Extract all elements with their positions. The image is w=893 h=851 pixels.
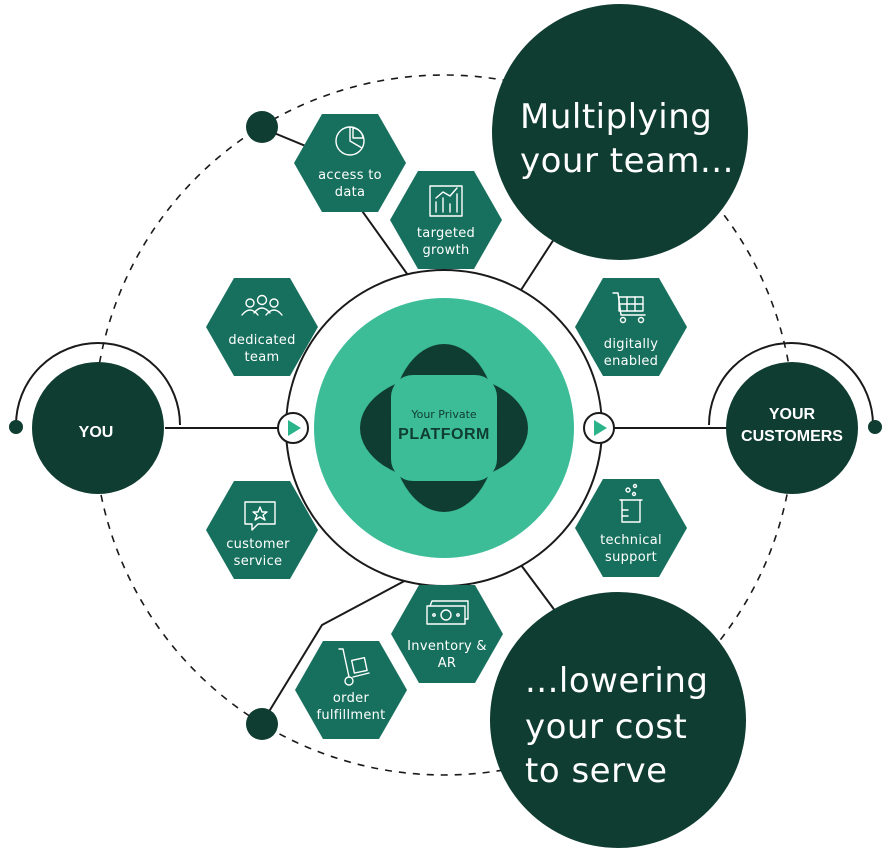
hex-growth-label-line2: growth	[422, 243, 469, 258]
platform-label-line2: PLATFORM	[398, 426, 490, 443]
hex-access-label-line1: access to	[318, 168, 382, 183]
customers-label-line2: CUSTOMERS	[741, 428, 843, 445]
hex-digital-label-line2: enabled	[604, 354, 658, 369]
customers-label-line1: YOUR	[769, 406, 816, 423]
right-arrow-button[interactable]	[583, 412, 615, 444]
your-customers-node[interactable]: YOUR CUSTOMERS	[726, 362, 858, 494]
top-headline-line1: Multiplying	[520, 97, 712, 137]
you-label: YOU	[79, 424, 114, 441]
cash-icon	[426, 600, 469, 625]
hex-access-label-line2: data	[335, 185, 365, 200]
bottom-headline-line2: your cost	[525, 707, 687, 747]
hex-order-fulfillment[interactable]: order fulfillment	[295, 641, 407, 739]
pie-chart-icon	[335, 126, 365, 156]
hex-customer-service[interactable]: customer service	[206, 481, 318, 579]
bar-chart-icon	[429, 185, 463, 217]
hex-inventory-ar[interactable]: Inventory & AR	[391, 585, 503, 683]
multiplying-team-circle: Multiplying your team...	[492, 4, 748, 260]
top-orbit-dot	[246, 111, 278, 143]
you-node[interactable]: YOU	[32, 362, 164, 494]
bottom-headline-line1: ...lowering	[525, 661, 708, 701]
hex-team-label-line2: team	[245, 350, 280, 365]
hex-service-label-line1: customer	[226, 537, 290, 552]
hex-fulfillment-label-line1: order	[333, 691, 370, 706]
chat-star-icon	[244, 501, 276, 531]
hex-inventory-label-line2: AR	[438, 656, 457, 671]
shopping-cart-icon	[612, 292, 646, 324]
hex-access-to-data[interactable]: access to data	[294, 114, 406, 212]
hex-growth-label-line1: targeted	[417, 226, 475, 241]
lowering-cost-circle: ...lowering your cost to serve	[490, 592, 746, 848]
platform-center-square	[391, 375, 497, 481]
hex-digital-label-line1: digitally	[604, 337, 658, 352]
left-arrow-button[interactable]	[277, 412, 309, 444]
hex-service-label-line2: service	[234, 554, 283, 569]
top-headline-line2: your team...	[520, 141, 734, 181]
hex-fulfillment-label-line2: fulfillment	[316, 708, 385, 723]
right-arc-end-dot	[868, 420, 882, 434]
hand-truck-icon	[338, 648, 370, 686]
platform-label-line1: Your Private	[410, 408, 477, 421]
bottom-orbit-dot	[246, 708, 278, 740]
left-arc-end-dot	[9, 420, 23, 434]
hex-technical-label-line1: technical	[600, 533, 662, 548]
bottom-headline-line3: to serve	[525, 751, 668, 791]
hex-targeted-growth[interactable]: targeted growth	[390, 171, 502, 269]
hex-technical-support[interactable]: technical support	[575, 479, 687, 577]
hex-dedicated-team[interactable]: dedicated team	[206, 278, 318, 376]
hex-technical-label-line2: support	[605, 550, 657, 565]
people-icon	[241, 294, 283, 316]
hex-inventory-label-line1: Inventory &	[407, 639, 487, 654]
beaker-icon	[619, 483, 643, 523]
hex-team-label-line1: dedicated	[228, 333, 295, 348]
hex-digitally-enabled[interactable]: digitally enabled	[575, 278, 687, 376]
